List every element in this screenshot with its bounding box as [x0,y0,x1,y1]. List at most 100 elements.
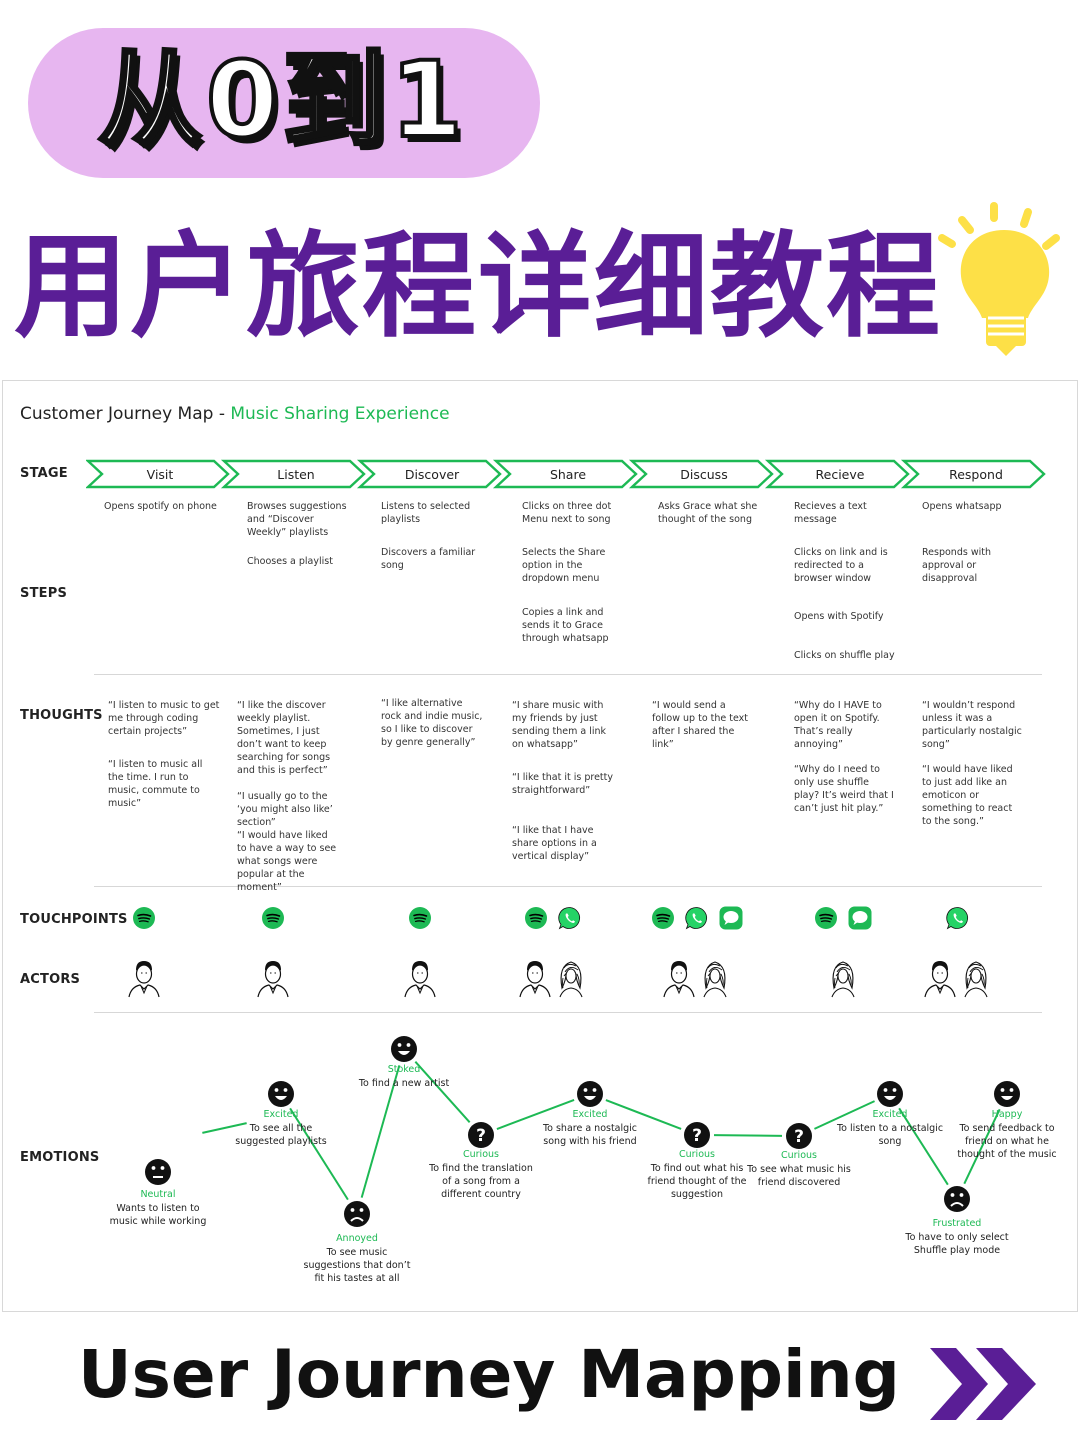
step-text: Opens with Spotify [794,611,884,622]
step-text: Opens whatsapp [922,501,1002,512]
emotion-connector [963,1108,1001,1185]
thought-text: “I would have liked to have a way to see… [237,830,337,893]
woman-avatar [703,961,727,998]
emotion-description: To find a new artist [358,1078,450,1089]
emotion-description: To have to only select Shuffle play mode [905,1232,1009,1256]
step-text: Browses suggestions and “Discover Weekly… [247,501,347,538]
emotion-connector [496,1099,575,1130]
emotion-description: To share a nostalgic song with his frien… [542,1123,638,1147]
emotion-description: To find out what his friend thought of t… [647,1163,747,1200]
divider [94,886,1042,887]
spotify-icon [815,907,837,929]
stage-label: Visit [147,467,174,482]
emotion-connector [360,1065,401,1198]
row-label-stage: STAGE [20,466,68,481]
man-avatar [404,961,436,998]
emotion-label: Excited [263,1109,299,1120]
actor [403,958,437,1002]
stage-label: Respond [949,467,1003,482]
emotion-connector [289,1107,349,1201]
row-label-actors: ACTORS [20,972,81,987]
emotion-curve: ??? [145,1036,1020,1227]
actor [127,958,161,1002]
touchpoint [131,905,157,931]
thought-text: “I listen to music to get me through cod… [108,700,220,737]
divider [94,1012,1042,1013]
emotion-description: To find the translation of a song from a… [429,1163,533,1200]
happy-face-icon [391,1036,417,1062]
headline: 用户旅程详细教程 [14,220,943,353]
step-text: Clicks on three dot Menu next to song [522,501,612,525]
emotion-label: Stoked [387,1064,421,1075]
thought-text: “I usually go to the ‘you might also lik… [237,791,333,828]
stage-chevron [492,459,638,489]
step-text: Clicks on link and is redirected to a br… [794,547,888,584]
whatsapp-icon [946,907,969,930]
step-text: Chooses a playlist [247,556,333,567]
stage-chevron [900,459,1046,489]
neutral-face-icon [145,1159,171,1185]
divider [94,674,1042,675]
spotify-icon [133,907,155,929]
svg-text:?: ? [476,1126,486,1146]
woman-avatar [831,961,855,998]
stage-chevron [220,459,366,489]
thought-text: “Why do I HAVE to open it on Spotify. Th… [794,700,882,750]
emotion-label: Excited [872,1109,908,1120]
sad-face-icon [944,1186,970,1212]
message-icon [719,906,743,930]
message-icon [848,906,872,930]
whatsapp-icon [558,907,581,930]
spotify-icon [262,907,284,929]
thought-text: “I like alternative rock and indie music… [381,698,483,748]
step-text: Responds with approval or disapproval [922,547,991,584]
step-text: Listens to selected playlists [381,501,471,525]
man-avatar [257,961,289,998]
badge-pill [28,28,540,178]
thought-text: “I wouldn’t respond unless it was a part… [922,700,1022,750]
emotion-label: Happy [991,1109,1023,1120]
question-face-icon: ? [684,1122,710,1148]
emotion-description: To see all the suggested playlists [235,1123,327,1147]
thought-text: “I share music with my friends by just s… [512,700,607,750]
sad-face-icon [344,1201,370,1227]
touchpoint [813,905,839,931]
touchpoint [945,905,971,931]
stage-label: Listen [277,467,314,482]
svg-text:?: ? [794,1127,804,1147]
touchpoint [684,905,710,931]
map-title-prefix: Customer Journey Map - [20,404,231,424]
woman-avatar [559,961,583,998]
badge-text: 从0到1 [96,38,467,162]
svg-text:?: ? [692,1126,702,1146]
stage-label: Recieve [816,467,865,482]
step-text: Clicks on shuffle play [794,650,895,661]
woman-avatar [964,961,988,998]
touchpoint [407,905,433,931]
row-label-steps: STEPS [20,586,68,601]
emotion-description: To see music suggestions that don’t fit … [303,1247,411,1284]
emotion-connector [713,1134,783,1137]
thought-text: “I like that it is pretty straightforwar… [512,772,613,796]
double-chevron-icon [930,1348,1036,1420]
happy-face-icon [268,1081,294,1107]
footer-title: User Journey Mapping [78,1336,900,1413]
actor [662,958,696,1002]
actor [959,958,993,1002]
touchpoint [650,905,676,931]
touchpoint [557,905,583,931]
spotify-icon [525,907,547,929]
happy-face-icon [577,1081,603,1107]
whatsapp-icon [685,907,708,930]
journey-map-card [2,380,1078,1312]
thought-text: “I like that I have share options in a v… [512,825,597,862]
stage-label: Share [550,467,586,482]
emotion-description: To send feedback to friend on what he th… [957,1123,1057,1160]
emotion-label: Curious [679,1149,715,1160]
emotion-label: Neutral [140,1189,176,1200]
stage-chevron [356,459,502,489]
emotion-label: Annoyed [336,1233,378,1244]
step-text: Opens spotify on phone [104,501,217,512]
emotion-label: Excited [572,1109,608,1120]
